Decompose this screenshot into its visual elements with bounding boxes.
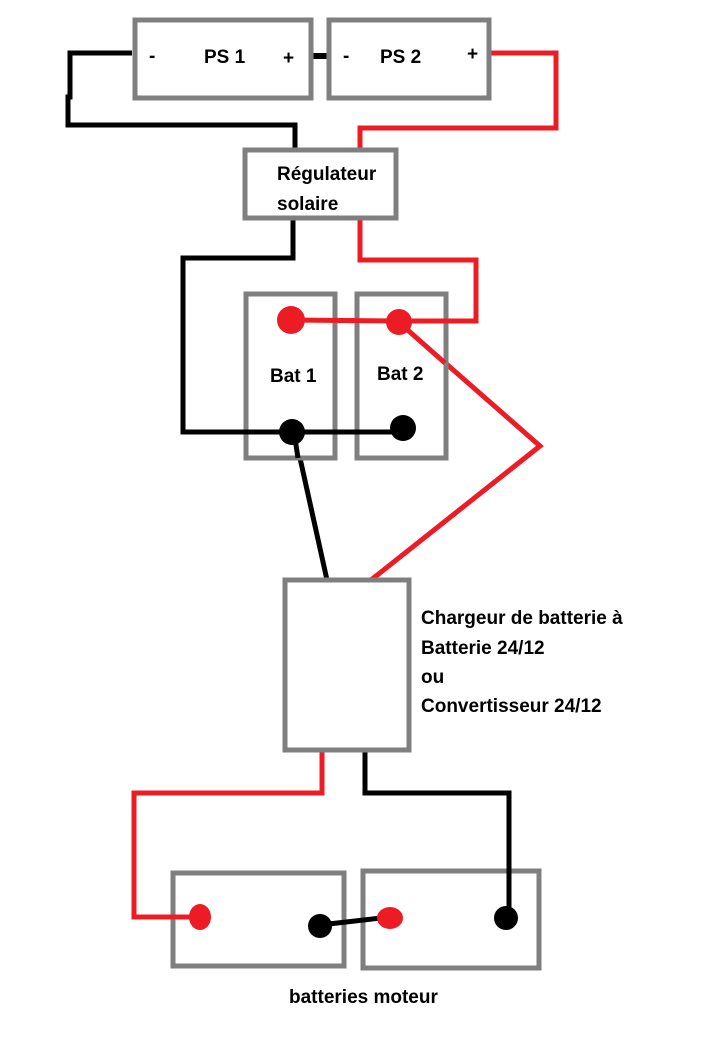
engine-batteries-label: batteries moteur [289, 987, 438, 1008]
wire-bat2-positive-out [400, 323, 447, 365]
bat2-negative-terminal [390, 415, 416, 441]
wire-bat-parallel-positive-top [290, 317, 400, 324]
wire-bank-negative-to-charger [293, 439, 330, 581]
charger-label-line4: Convertisseur 24/12 [421, 696, 602, 717]
bat1-negative-terminal [279, 419, 305, 445]
wire-charger-negative-out [362, 752, 512, 917]
regulator-label-line1: Régulateur [277, 164, 377, 185]
charger-converter [282, 577, 412, 753]
engine-bat2-negative-terminal [494, 906, 518, 930]
charger-label-line3: ou [421, 667, 444, 688]
ps2-minus-label: - [343, 46, 349, 67]
charger-label-line1: Chargeur de batterie à [421, 608, 623, 629]
solar-regulator [242, 147, 399, 221]
ps1-label: PS 1 [204, 47, 246, 68]
engine-bat2-positive-terminal [377, 907, 403, 929]
engine-bat1-negative-terminal [308, 914, 332, 938]
solar-panel-2 [326, 17, 492, 101]
ps2-label: PS 2 [380, 47, 421, 68]
bat2-label: Bat 2 [377, 364, 423, 385]
bat2-positive-terminal [386, 309, 412, 335]
engine-bat1-positive-terminal [189, 904, 211, 930]
wire-ps2-positive [357, 50, 559, 148]
ps1-plus-label: + [283, 48, 294, 69]
bat1-positive-terminal [277, 306, 305, 334]
ps2-plus-label: + [467, 44, 478, 65]
ps1-minus-label: - [149, 46, 155, 67]
charger-label-line2: Batterie 24/12 [421, 638, 545, 659]
regulator-label-line2: solaire [277, 194, 338, 215]
wire-ps1-negative [65, 50, 298, 148]
bat1-label: Bat 1 [270, 366, 317, 387]
solar-panel-1 [132, 17, 314, 101]
